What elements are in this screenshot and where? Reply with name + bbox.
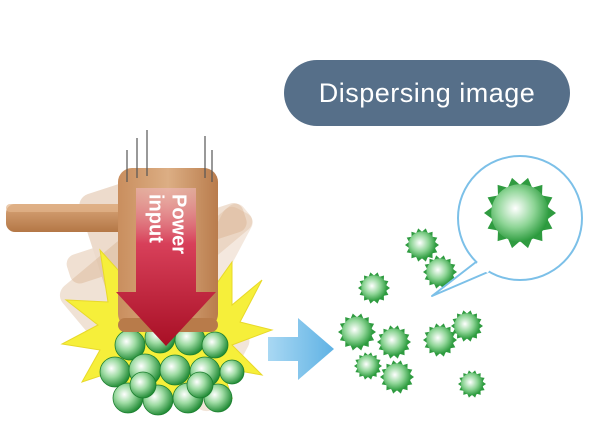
aggregate-particle <box>159 354 191 386</box>
diagram-title: Dispersing image <box>318 77 536 108</box>
power-label-line-1: Power <box>167 194 190 255</box>
motion-lines <box>126 130 213 182</box>
power-label-line-2: input <box>144 194 167 243</box>
dispersed-particle <box>354 352 382 380</box>
magnified-particle <box>484 177 556 249</box>
zoom-speech-bubble <box>431 155 583 297</box>
aggregate-particle <box>201 331 229 359</box>
dispersed-particle <box>338 313 376 351</box>
dispersed-particle <box>358 272 390 304</box>
aggregate-particle <box>219 359 245 385</box>
aggregate-particle <box>186 371 214 399</box>
dispersed-particle <box>405 228 439 262</box>
dispersed-particle <box>451 310 483 342</box>
power-input-arrow <box>116 188 216 346</box>
power-input-label: Power input <box>137 194 197 254</box>
title-badge: Dispersing image <box>284 60 570 126</box>
magnified-particle-shape <box>484 177 556 249</box>
dispersed-particle <box>380 360 414 394</box>
dispersed-particle <box>377 325 411 359</box>
aggregate-particle <box>99 356 131 388</box>
dispersed-particles <box>338 228 486 398</box>
dispersed-particle <box>423 255 457 289</box>
dispersed-particle <box>423 323 457 357</box>
dispersed-particle <box>458 370 486 398</box>
aggregate-particle <box>129 371 157 399</box>
flow-arrow-icon <box>268 318 334 380</box>
